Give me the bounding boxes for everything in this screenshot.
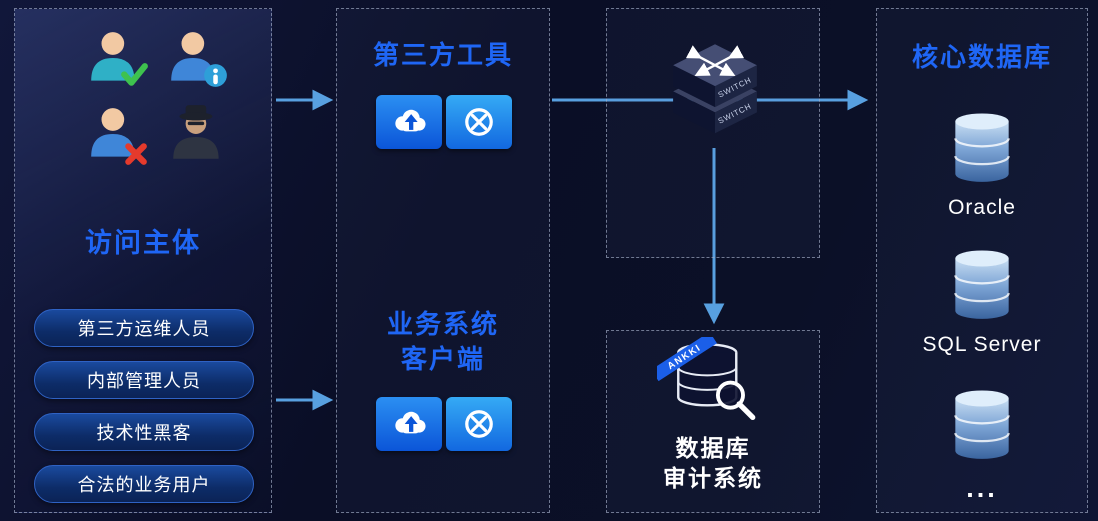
subject-item-legit-user: 合法的业务用户 (34, 465, 254, 503)
database-cylinder-icon (954, 250, 1010, 319)
x-circle-app-icon (446, 95, 512, 149)
database-item-more: ... (877, 386, 1087, 504)
user-check-icon (91, 32, 148, 86)
access-subjects-panel: 访问主体 第三方运维人员 内部管理人员 技术性黑客 合法的业务用户 (14, 8, 272, 513)
database-label: Oracle (948, 196, 1016, 219)
database-cylinder-icon (954, 390, 1010, 459)
subject-item-internal-admin: 内部管理人员 (34, 361, 254, 399)
database-label: SQL Server (922, 333, 1042, 356)
user-types-icons (85, 27, 235, 169)
hacker-icon (173, 105, 219, 159)
core-db-title: 核心数据库 (911, 42, 1052, 72)
subject-item-hacker: 技术性黑客 (34, 413, 254, 451)
database-label: ... (966, 473, 998, 503)
business-client-title-line2: 客户端 (400, 344, 485, 374)
business-client-title: 业务系统 客户端 (337, 307, 549, 377)
user-x-icon (91, 108, 147, 165)
audit-label-line2: 审计系统 (663, 465, 763, 491)
database-item-oracle: Oracle (877, 109, 1087, 220)
cloud-upload-app-icon (376, 397, 442, 451)
client-app-icons (376, 397, 512, 451)
cloud-upload-app-icon (376, 95, 442, 149)
audit-system-label: 数据库 审计系统 (607, 433, 819, 493)
third-party-tools-title: 第三方工具 (372, 40, 513, 70)
database-audit-icon: ANKKI (657, 337, 756, 421)
x-circle-app-icon (446, 397, 512, 451)
tools-and-client-panel: 第三方工具 (336, 8, 550, 513)
network-switch-panel: SWITCH SWITCH (606, 8, 820, 258)
core-databases-panel: 核心数据库 Oracle (876, 8, 1088, 513)
database-item-sql-server: SQL Server (877, 246, 1087, 357)
tool-app-icons (376, 95, 512, 149)
subject-item-third-party-ops: 第三方运维人员 (34, 309, 254, 347)
switch-icon: SWITCH SWITCH (673, 44, 757, 134)
audit-label-line1: 数据库 (675, 435, 751, 461)
database-cylinder-icon (954, 113, 1010, 182)
subjects-title: 访问主体 (85, 228, 201, 258)
user-info-icon (171, 32, 227, 87)
business-client-title-line1: 业务系统 (386, 309, 499, 339)
audit-system-panel: ANKKI 数据库 审计系统 (606, 330, 820, 513)
